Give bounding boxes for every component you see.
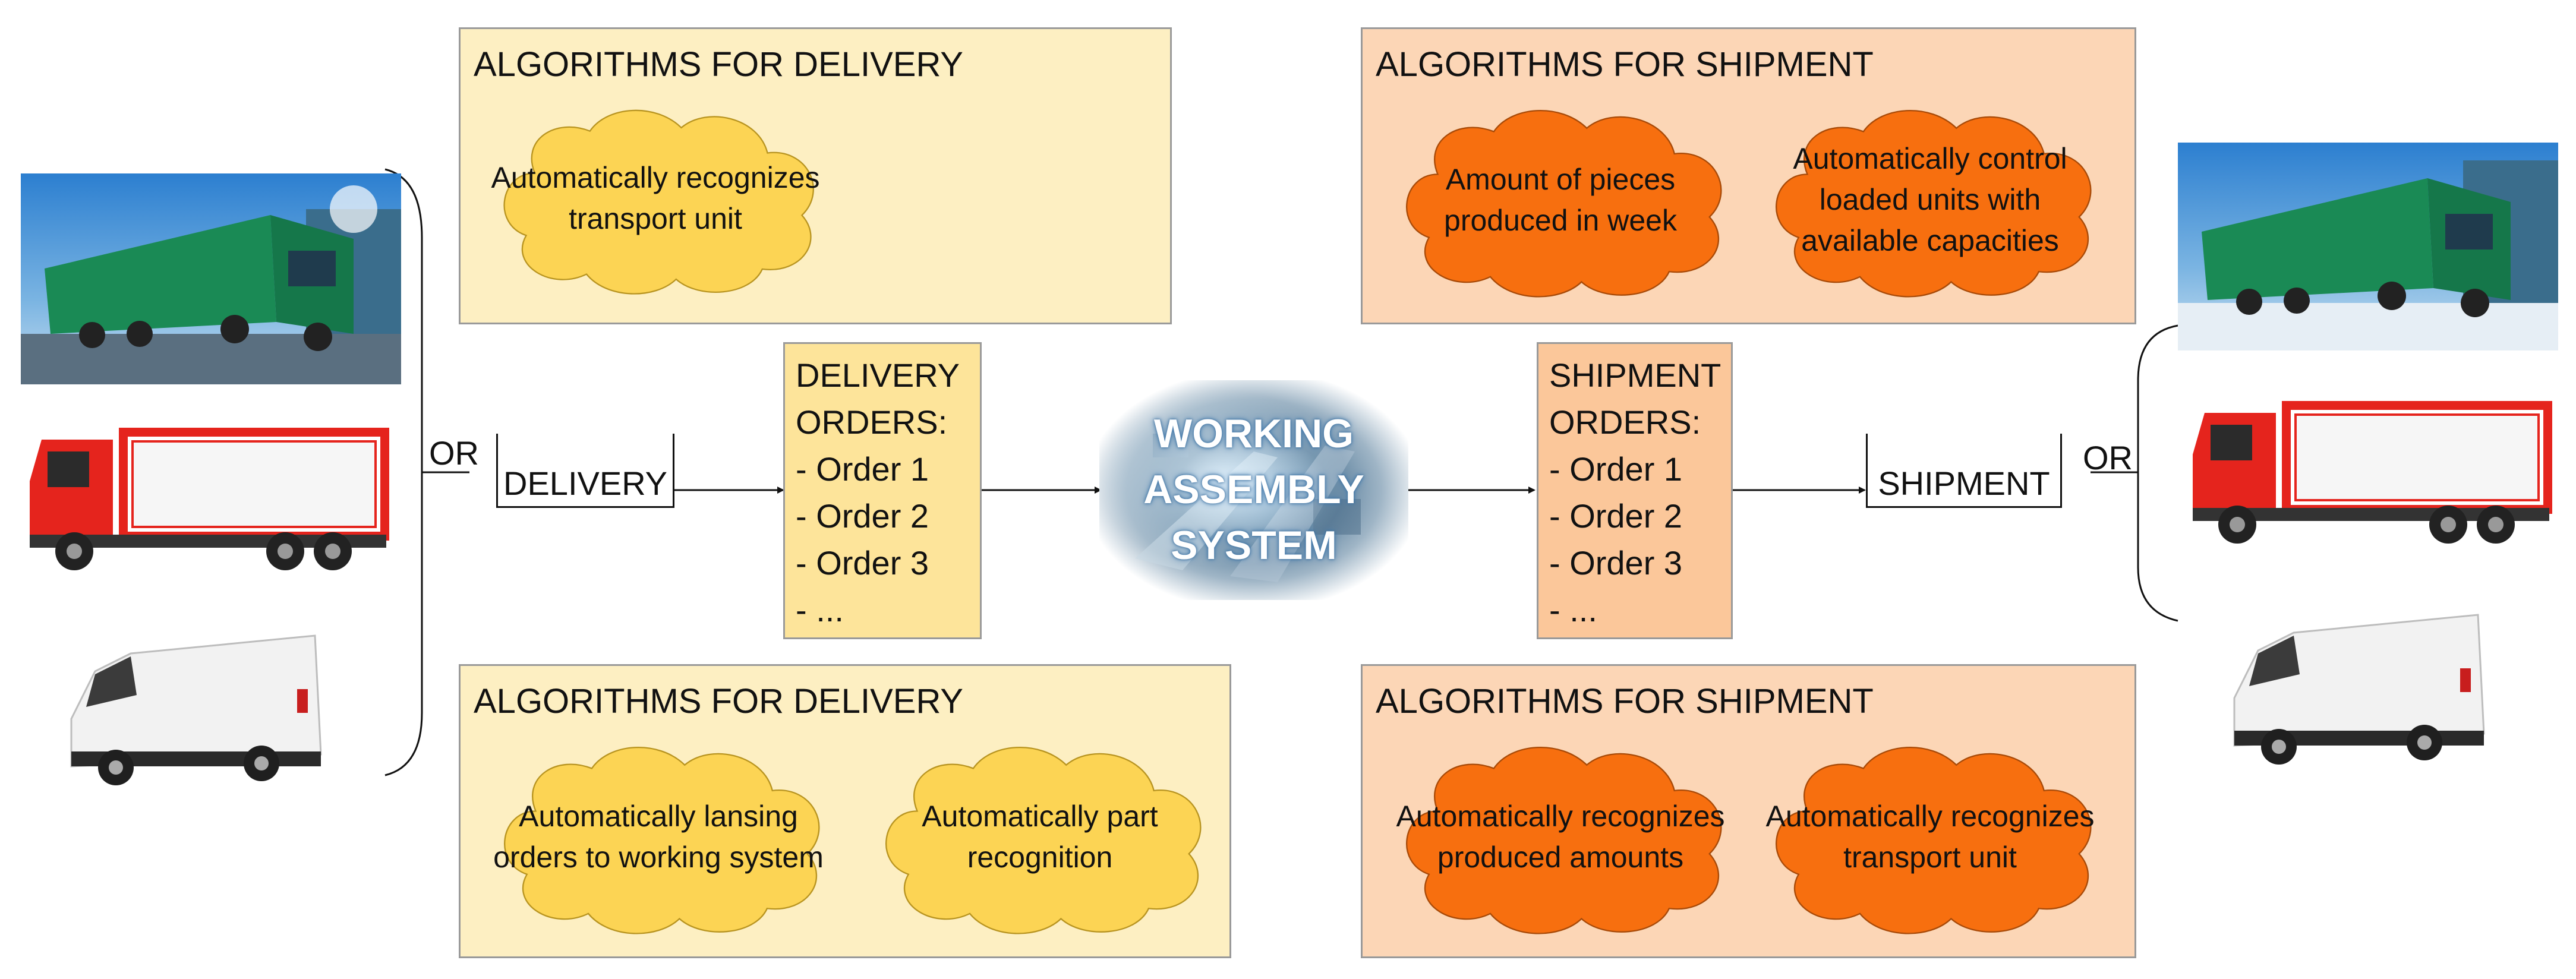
right-white-van-photo	[2222, 597, 2490, 775]
top-shipment-algorithms-box: ALGORITHMS FOR SHIPMENT Amount of pieces…	[1361, 27, 2136, 324]
list-item: - Order 2	[1549, 497, 1683, 535]
cloud-top-delivery-1: Automatically recognizes transport unit	[483, 97, 828, 299]
top-delivery-title: ALGORITHMS FOR DELIVERY	[474, 45, 963, 84]
center-line-2: ASSEMBLY	[1143, 467, 1364, 513]
left-green-truck-photo	[21, 173, 401, 384]
cloud-top-shipment-2: Automatically control loaded units with …	[1755, 97, 2105, 302]
list-item: - Order 2	[796, 497, 929, 535]
green-truck-icon	[21, 173, 401, 384]
left-white-van-photo	[59, 618, 327, 796]
cloud-text: Automatically recognizes transport unit	[491, 161, 820, 235]
top-shipment-title: ALGORITHMS FOR SHIPMENT	[1376, 45, 1874, 84]
cloud-text: Automatically recognizes produced amount…	[1396, 799, 1725, 874]
shipment-orders-box: SHIPMENT ORDERS: - Order 1 - Order 2 - O…	[1537, 342, 1733, 639]
cloud-shape	[1406, 746, 1722, 934]
list-item: - ...	[796, 590, 844, 629]
factory-photo-icon	[1099, 380, 1408, 600]
delivery-orders-list: - Order 1 - Order 2 - Order 3 - ...	[796, 446, 969, 634]
cloud-text: Amount of pieces produced in week	[1444, 162, 1677, 237]
shipment-orders-list: - Order 1 - Order 2 - Order 3 - ...	[1549, 446, 1720, 634]
list-item: - ...	[1549, 590, 1597, 629]
cloud-top-shipment-1: Amount of pieces produced in week	[1385, 97, 1736, 302]
delivery-bracket: DELIVERY	[496, 434, 674, 508]
shipment-bracket: SHIPMENT	[1866, 434, 2062, 508]
list-item: - Order 1	[1549, 450, 1683, 488]
left-red-truck-photo	[24, 416, 395, 576]
left-or-label: OR	[429, 434, 479, 472]
white-van-icon	[70, 634, 322, 785]
delivery-label: DELIVERY	[503, 465, 667, 502]
bottom-delivery-title: ALGORITHMS FOR DELIVERY	[474, 682, 963, 721]
center-line-1: WORKING	[1153, 411, 1354, 457]
red-truck-icon	[2193, 401, 2552, 544]
right-red-truck-photo	[2187, 389, 2558, 549]
center-label: WORKING ASSEMBLY SYSTEM	[1099, 380, 1408, 600]
shipment-orders-header-1: SHIPMENT	[1549, 356, 1721, 394]
right-or-label: OR	[2083, 439, 2133, 476]
cloud-bottom-shipment-2: Automatically recognizes transport unit	[1755, 734, 2105, 939]
bottom-shipment-title: ALGORITHMS FOR SHIPMENT	[1376, 682, 1874, 721]
cloud-text: Automatically control loaded units with …	[1793, 142, 2067, 257]
list-item: - Order 1	[796, 450, 929, 488]
bottom-delivery-algorithms-box: ALGORITHMS FOR DELIVERY Automatically la…	[459, 664, 1231, 958]
cloud-bottom-delivery-2: Automatically part recognition	[865, 734, 1215, 939]
white-van-icon	[2233, 614, 2485, 765]
cloud-bottom-delivery-1: Automatically lansing orders to working …	[483, 734, 834, 939]
shipment-label: SHIPMENT	[1878, 465, 2050, 502]
cloud-shape	[503, 109, 814, 295]
delivery-orders-header-2: ORDERS:	[796, 403, 948, 441]
green-truck-icon	[2178, 143, 2558, 350]
delivery-orders-box: DELIVERY ORDERS: - Order 1 - Order 2 - O…	[783, 342, 982, 639]
cloud-shape	[504, 746, 820, 934]
cloud-shape	[885, 746, 1202, 934]
cloud-text: Automatically lansing orders to working …	[493, 799, 824, 874]
right-green-truck-photo	[2178, 143, 2558, 350]
right-vehicle-brace	[2137, 324, 2178, 622]
red-truck-icon	[30, 428, 389, 570]
cloud-shape	[1776, 109, 2092, 298]
working-assembly-system: WORKING ASSEMBLY SYSTEM	[1099, 380, 1408, 600]
cloud-shape	[1776, 746, 2092, 934]
list-item: - Order 3	[796, 544, 929, 582]
top-delivery-algorithms-box: ALGORITHMS FOR DELIVERY Automatically re…	[459, 27, 1172, 324]
list-item: - Order 3	[1549, 544, 1683, 582]
cloud-shape	[1406, 109, 1722, 298]
bottom-shipment-algorithms-box: ALGORITHMS FOR SHIPMENT Automatically re…	[1361, 664, 2136, 958]
center-line-3: SYSTEM	[1171, 522, 1337, 568]
left-vehicle-brace	[384, 168, 423, 776]
delivery-orders-header-1: DELIVERY	[796, 356, 960, 394]
cloud-text: Automatically part recognition	[922, 799, 1158, 874]
cloud-bottom-shipment-1: Automatically recognizes produced amount…	[1385, 734, 1736, 939]
shipment-orders-header-2: ORDERS:	[1549, 403, 1701, 441]
cloud-text: Automatically recognizes transport unit	[1765, 799, 2095, 874]
